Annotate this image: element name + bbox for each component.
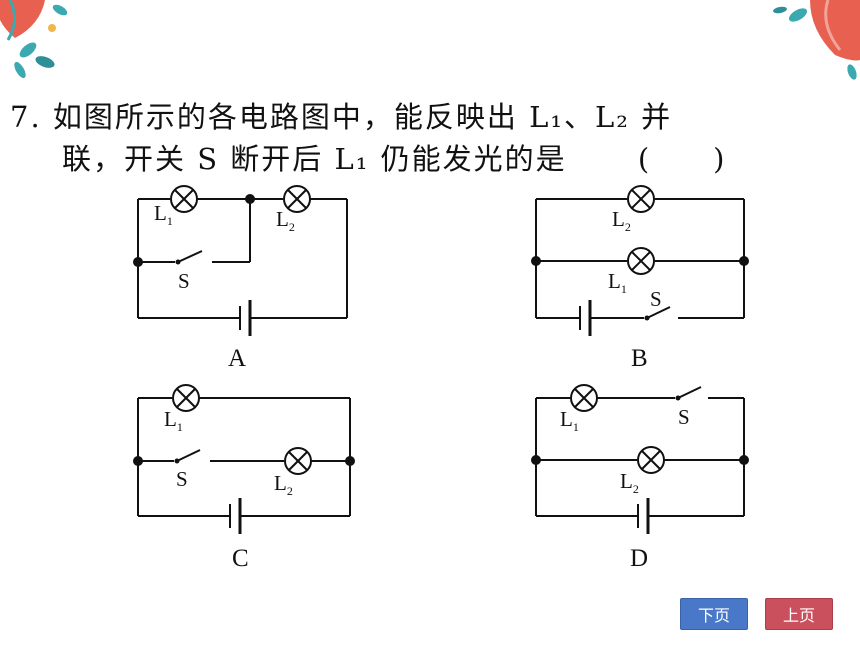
answer-bracket: ( ) xyxy=(637,142,727,176)
lamp-l2-icon xyxy=(283,185,311,213)
circuit-diagram-d: L1 S L2 D xyxy=(531,384,749,572)
battery-icon xyxy=(239,300,252,336)
question-stem-2: 联，开关 S 断开后 L₁ 仍能发光的是 xyxy=(62,142,567,176)
next-page-button[interactable]: 下页 xyxy=(680,598,748,630)
switch-icon xyxy=(174,449,201,464)
lamp-l2-label: L2 xyxy=(274,471,293,498)
lamp-l2-icon xyxy=(284,447,312,475)
circuit-diagram-c: L1 S L2 C xyxy=(133,384,355,572)
battery-icon xyxy=(579,300,592,336)
lamp-l2-icon xyxy=(637,446,665,474)
battery-icon xyxy=(229,498,242,534)
switch-icon xyxy=(675,386,702,401)
switch-label: S xyxy=(178,269,190,293)
question-stem-1: 如图所示的各电路图中，能反映出 L₁、L₂ 并 xyxy=(52,100,673,134)
switch-icon xyxy=(644,306,671,321)
option-label-a: A xyxy=(228,345,246,372)
switch-label: S xyxy=(650,287,662,311)
battery-icon xyxy=(637,498,650,534)
lamp-l1-icon xyxy=(172,384,200,412)
lamp-l2-label: L2 xyxy=(620,469,639,496)
option-label-c: C xyxy=(232,545,249,572)
switch-label: S xyxy=(678,405,690,429)
question-text: 7. 如图所示的各电路图中，能反映出 L₁、L₂ 并 联，开关 S 断开后 L₁… xyxy=(10,96,840,180)
lamp-l1-icon xyxy=(570,384,598,412)
previous-page-button[interactable]: 上页 xyxy=(765,598,833,630)
floral-decoration-left xyxy=(0,0,68,79)
switch-icon xyxy=(175,250,203,265)
lamp-l2-label: L2 xyxy=(276,207,295,234)
question-line-1: 7. 如图所示的各电路图中，能反映出 L₁、L₂ 并 xyxy=(10,96,840,138)
circuit-diagram-a: L1 L2 S A xyxy=(133,185,348,372)
switch-label: S xyxy=(176,467,188,491)
option-label-d: D xyxy=(630,545,648,572)
lamp-l1-label: L1 xyxy=(560,407,579,434)
lamp-l2-icon xyxy=(627,185,655,213)
question-number: 7. xyxy=(10,100,42,134)
floral-decoration-right xyxy=(773,0,860,80)
question-line-2: 联，开关 S 断开后 L₁ 仍能发光的是 ( ) xyxy=(10,138,840,180)
lamp-l1-icon xyxy=(627,247,655,275)
circuit-diagram-b: L2 L1 S B xyxy=(531,185,749,372)
lamp-l1-icon xyxy=(170,185,198,213)
option-label-b: B xyxy=(631,345,648,372)
lamp-l1-label: L1 xyxy=(608,269,627,296)
lamp-l1-label: L1 xyxy=(154,201,173,228)
lamp-l1-label: L1 xyxy=(164,407,183,434)
lamp-l2-label: L2 xyxy=(612,207,631,234)
